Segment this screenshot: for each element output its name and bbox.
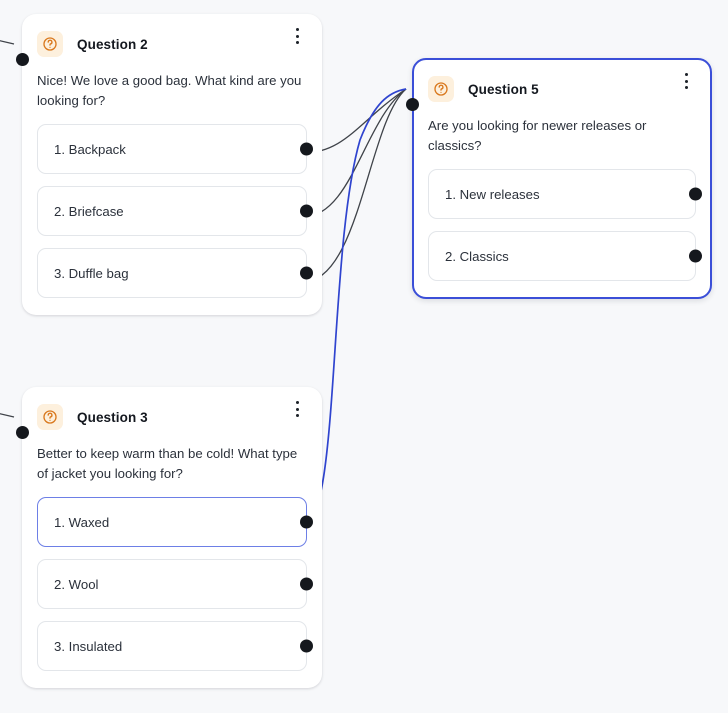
node-question-text: Nice! We love a good bag. What kind are …: [37, 73, 302, 108]
option-label: 2. Wool: [54, 576, 99, 592]
node-title: Question 5: [468, 81, 539, 97]
option-item[interactable]: 2. Classics: [428, 231, 702, 281]
node-input-handle[interactable]: [16, 53, 29, 66]
question-circle-icon: [428, 76, 454, 102]
node-title: Question 2: [77, 36, 148, 52]
option-output-handle[interactable]: [299, 639, 313, 653]
option-label: 2. Briefcase: [54, 203, 124, 219]
kebab-menu-icon[interactable]: [289, 400, 305, 418]
option-label: 1. Backpack: [54, 141, 126, 157]
option-item[interactable]: 1. Waxed: [37, 497, 313, 547]
option-label: 3. Duffle bag: [54, 265, 129, 281]
option-label: 1. New releases: [445, 186, 540, 202]
option-item[interactable]: 3. Duffle bag: [37, 248, 313, 298]
option-item[interactable]: 1. New releases: [428, 169, 702, 219]
option-label: 2. Classics: [445, 248, 509, 264]
node-question-text: Are you looking for newer releases or cl…: [428, 118, 647, 153]
node-question-text: Better to keep warm than be cold! What t…: [37, 446, 298, 481]
option-output-handle[interactable]: [299, 142, 313, 156]
option-output-handle[interactable]: [299, 204, 313, 218]
node-question-5[interactable]: Question 5 Are you looking for newer rel…: [406, 58, 712, 299]
option-label: 1. Waxed: [54, 514, 110, 530]
edge-incoming-q2: [0, 40, 15, 45]
option-label: 3. Insulated: [54, 638, 123, 654]
node-options: 1. Waxed 2. Wool 3. Insulated: [23, 483, 321, 687]
node-header: Question 2: [23, 15, 321, 57]
option-output-handle[interactable]: [299, 515, 313, 529]
question-circle-icon: [37, 404, 63, 430]
node-input-handle[interactable]: [406, 98, 419, 111]
kebab-menu-icon[interactable]: [289, 27, 305, 45]
node-options: 1. Backpack 2. Briefcase 3. Duffle bag: [23, 110, 321, 314]
option-item[interactable]: 3. Insulated: [37, 621, 313, 671]
node-header: Question 3: [23, 388, 321, 430]
question-circle-icon: [37, 31, 63, 57]
option-item[interactable]: 2. Wool: [37, 559, 313, 609]
option-output-handle[interactable]: [299, 266, 313, 280]
edge-incoming-q3: [0, 413, 15, 418]
node-options: 1. New releases 2. Classics: [414, 155, 710, 297]
option-output-handle[interactable]: [299, 577, 313, 591]
node-question-3[interactable]: Question 3 Better to keep warm than be c…: [16, 387, 322, 688]
node-title: Question 3: [77, 409, 148, 425]
node-input-handle[interactable]: [16, 426, 29, 439]
kebab-menu-icon[interactable]: [678, 72, 694, 90]
node-question-2[interactable]: Question 2 Nice! We love a good bag. Wha…: [16, 14, 322, 315]
option-output-handle[interactable]: [688, 249, 702, 263]
option-item[interactable]: 2. Briefcase: [37, 186, 313, 236]
option-output-handle[interactable]: [688, 187, 702, 201]
node-header: Question 5: [414, 60, 710, 102]
option-item[interactable]: 1. Backpack: [37, 124, 313, 174]
